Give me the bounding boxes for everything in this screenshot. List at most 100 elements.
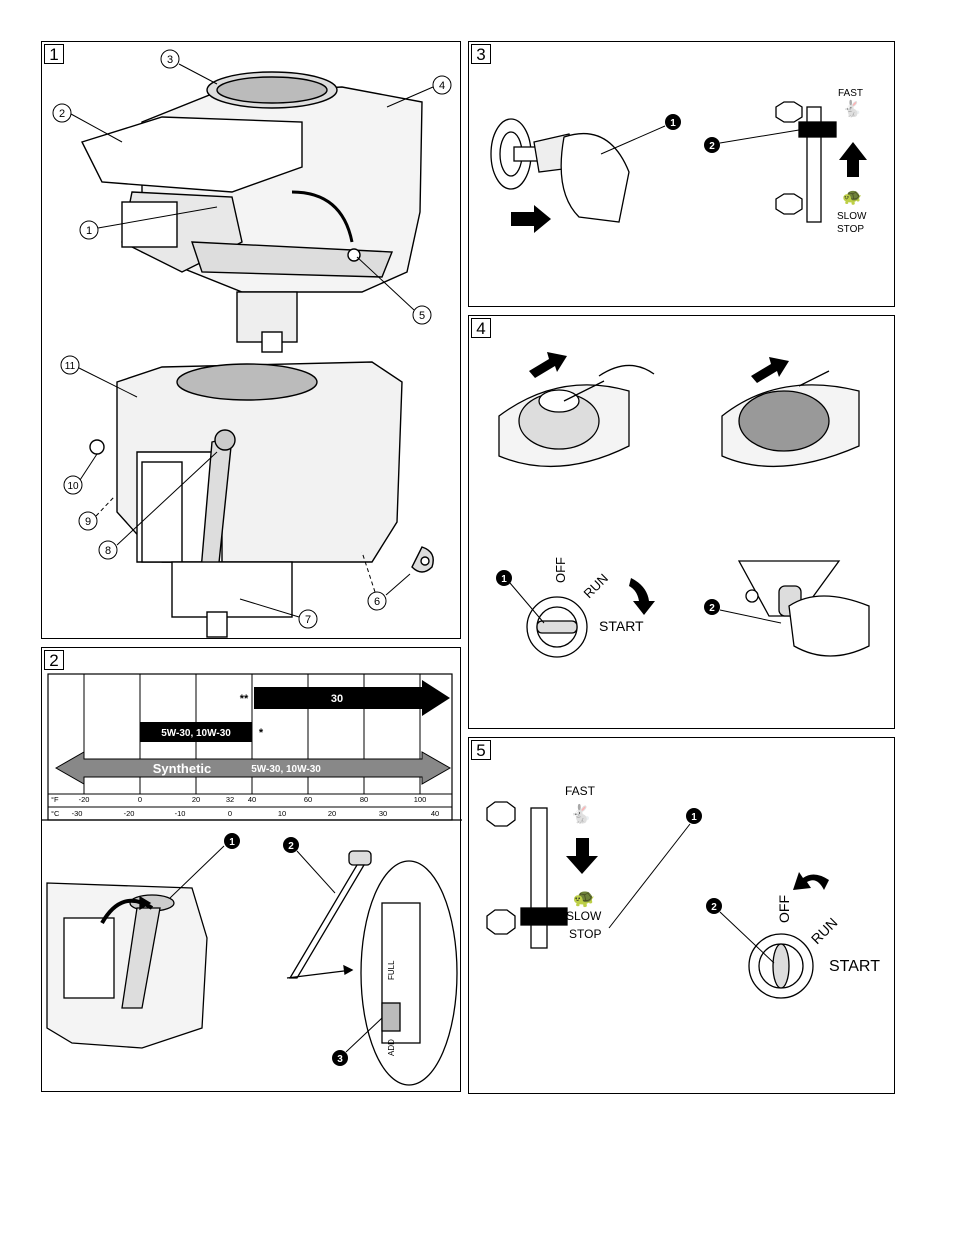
callout-2: 2 — [59, 108, 65, 120]
c-tick: 30 — [379, 809, 387, 818]
arrow-icon — [751, 357, 789, 383]
f-tick: 100 — [414, 795, 427, 804]
black-callouts — [169, 833, 383, 1066]
panel-4-starting: 4 OFF RUN START — [468, 315, 895, 729]
f-tick: 0 — [138, 795, 142, 804]
f-tick: -20 — [79, 795, 90, 804]
slow-label: SLOW — [566, 909, 602, 923]
callout-5: 5 — [419, 310, 425, 322]
engine-illustration: 1 2 3 4 5 6 7 8 9 10 11 — [52, 49, 452, 638]
stop-label: STOP — [837, 224, 864, 235]
turtle-icon: 🐢 — [842, 189, 862, 206]
bar-synthetic-grades: 5W-30, 10W-30 — [251, 764, 321, 775]
panel-2-oil-chart: 2 30 ** 5W-30, 10W-30 * Synthetic 5W-30,… — [41, 647, 462, 1092]
panel-number: 4 — [471, 318, 491, 338]
marker-single: * — [259, 727, 264, 739]
callout-4: 4 — [439, 80, 445, 92]
c-unit: °C — [51, 809, 60, 818]
marker-double: ** — [240, 693, 249, 705]
callout-2: 2 — [288, 841, 294, 852]
bar-multigrade — [140, 722, 252, 742]
c-tick: 20 — [328, 809, 336, 818]
bar-sae30-label: 30 — [331, 693, 343, 705]
starting-illustration: OFF RUN START 1 2 — [496, 352, 870, 658]
throttle-control — [775, 101, 837, 223]
turtle-icon: 🐢 — [573, 888, 595, 908]
choke-illustration: FAST 🐇 🐢 SLOW STOP 1 2 — [490, 88, 867, 235]
callout-6: 6 — [374, 596, 380, 608]
bar-multigrade-label: 5W-30, 10W-30 — [161, 728, 231, 739]
panel-number: 1 — [44, 44, 64, 64]
panel-number: 3 — [471, 44, 491, 64]
callout-1: 1 — [86, 225, 92, 237]
c-tick: -30 — [72, 809, 83, 818]
black-callouts — [600, 114, 800, 155]
turn-arrow-icon — [629, 578, 655, 615]
bar-synthetic — [54, 751, 452, 785]
c-tick: 10 — [278, 809, 286, 818]
panel-1-engine-overview: 1 — [41, 41, 461, 639]
callout-3: 3 — [167, 54, 173, 66]
dipstick-add: ADD — [387, 1039, 396, 1056]
callout-11: 11 — [65, 361, 76, 372]
callout-2: 2 — [709, 603, 715, 614]
c-tick: -20 — [124, 809, 135, 818]
rabbit-icon: 🐇 — [570, 803, 592, 824]
oil-viscosity-chart: 30 ** 5W-30, 10W-30 * Synthetic 5W-30, 1… — [42, 673, 462, 1086]
panel-number: 5 — [471, 740, 491, 760]
c-tick: 0 — [228, 809, 232, 818]
black-callouts — [608, 808, 775, 964]
off-label: OFF — [553, 557, 568, 583]
throttle-control — [486, 801, 568, 949]
fast-label: FAST — [565, 784, 596, 798]
ignition-switch — [526, 596, 588, 658]
f-tick: 40 — [248, 795, 256, 804]
f-tick: 20 — [192, 795, 200, 804]
fast-label: FAST — [838, 88, 863, 99]
callout-8: 8 — [105, 545, 111, 557]
f-unit: °F — [51, 795, 59, 804]
callouts — [52, 49, 452, 629]
callout-1: 1 — [501, 574, 507, 585]
c-tick: 40 — [431, 809, 439, 818]
run-label: RUN — [581, 571, 612, 602]
bar-synthetic-word: Synthetic — [153, 761, 212, 776]
dipstick — [286, 850, 458, 1086]
callout-1: 1 — [229, 837, 235, 848]
push-arrow-icon — [511, 205, 551, 233]
black-callouts — [496, 570, 782, 624]
callout-3: 3 — [337, 1054, 343, 1065]
stopping-illustration: FAST 🐇 🐢 SLOW STOP OFF RUN START 1 2 — [486, 784, 880, 999]
start-label: START — [599, 618, 644, 634]
f-tick: 60 — [304, 795, 312, 804]
off-label: OFF — [776, 895, 792, 923]
callout-7: 7 — [305, 614, 311, 626]
temperature-scale: °F °C -20 0 20 32 40 60 80 100 -30 -20 -… — [51, 795, 439, 818]
oil-fill-illustration — [46, 882, 208, 1049]
dipstick-full: FULL — [387, 960, 396, 980]
run-label: RUN — [808, 914, 841, 947]
bar-sae30 — [254, 680, 450, 716]
ignition-switch — [748, 933, 814, 999]
up-arrow-icon — [839, 142, 867, 177]
down-arrow-icon — [566, 838, 598, 874]
callout-9: 9 — [85, 516, 91, 528]
rabbit-icon: 🐇 — [842, 99, 862, 118]
callout-1: 1 — [691, 812, 697, 823]
start-label: START — [829, 958, 880, 975]
panel-3-throttle-choke: 3 FAST 🐇 🐢 SLOW STOP 1 2 — [468, 41, 895, 307]
turn-arrow-icon — [793, 872, 829, 890]
callout-10: 10 — [67, 481, 79, 492]
f-tick: 80 — [360, 795, 368, 804]
f-tick: 32 — [226, 795, 234, 804]
callout-2: 2 — [709, 141, 715, 152]
c-tick: -10 — [175, 809, 186, 818]
stop-label: STOP — [569, 927, 601, 941]
primer-illustration — [737, 560, 870, 657]
panel-number: 2 — [44, 650, 64, 670]
panel-5-stopping: 5 FAST 🐇 🐢 SLOW STOP OFF RUN START — [468, 737, 895, 1094]
callout-1: 1 — [670, 118, 676, 129]
arrow-icon — [529, 352, 567, 378]
callout-2: 2 — [711, 902, 717, 913]
slow-label: SLOW — [837, 211, 867, 222]
